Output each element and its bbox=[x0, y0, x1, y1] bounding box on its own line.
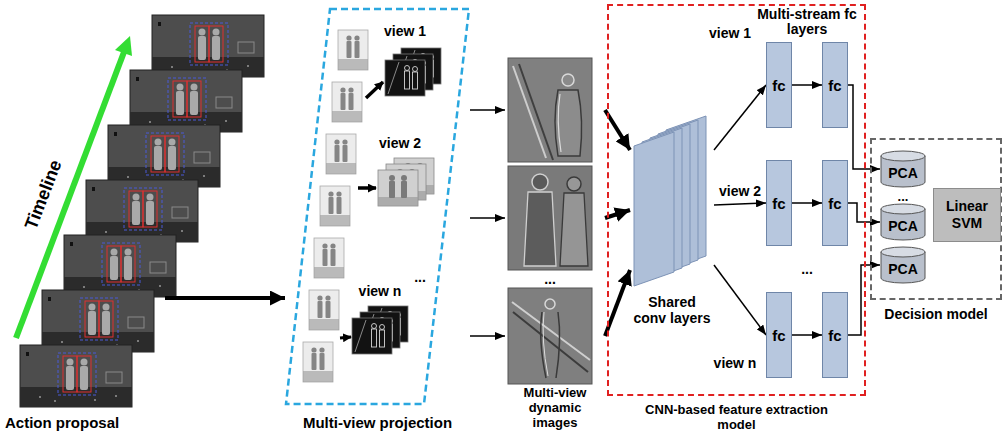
conv-sheets bbox=[630, 112, 714, 290]
connector-arrow bbox=[792, 84, 822, 86]
view-label: view n bbox=[359, 284, 402, 299]
projection-region: Multi-view projection bbox=[285, 8, 470, 432]
view-label: view 2 bbox=[379, 136, 421, 151]
cylinder-top bbox=[881, 204, 925, 214]
cylinder-top bbox=[881, 151, 925, 161]
connector-arrow bbox=[848, 203, 880, 222]
pca-label: PCA bbox=[888, 157, 918, 181]
ellipsis: ... bbox=[544, 272, 556, 287]
conv-layers: Shared conv layers bbox=[630, 112, 714, 352]
fc-layer: fc bbox=[822, 292, 848, 378]
view-label: view n bbox=[714, 356, 757, 371]
fc-label: fc bbox=[828, 327, 841, 344]
view-label: view 1 bbox=[709, 26, 751, 41]
fc-layer: fc bbox=[822, 160, 848, 246]
fc-label: fc bbox=[772, 327, 785, 344]
connector-arrow bbox=[714, 265, 766, 335]
connector-arrow bbox=[470, 109, 505, 111]
connector-arrow bbox=[792, 334, 822, 336]
cylinder-top bbox=[881, 247, 925, 257]
fc-layer: fc bbox=[766, 292, 792, 378]
connector-arrow bbox=[792, 202, 822, 204]
ellipsis: ... bbox=[801, 262, 813, 277]
pca-cylinder: PCA bbox=[880, 150, 926, 188]
fc-layer: fc bbox=[822, 42, 848, 128]
caption-label: Shared conv layers bbox=[630, 294, 714, 326]
decision-region: Decision model PCA PCA PCA Linear SVM bbox=[870, 138, 1002, 323]
pca-cylinder: PCA bbox=[880, 246, 926, 284]
pca-label: PCA bbox=[888, 210, 918, 234]
pca-cylinder: PCA bbox=[880, 203, 926, 241]
svm-label: Linear SVM bbox=[934, 198, 1000, 232]
connector-arrow bbox=[714, 85, 766, 150]
svm-box: Linear SVM bbox=[933, 188, 1001, 242]
fc-label: fc bbox=[828, 77, 841, 94]
pca-label: PCA bbox=[888, 253, 918, 277]
caption-label: Decision model bbox=[870, 305, 1002, 323]
view-label: view 2 bbox=[719, 184, 761, 199]
fc-label: fc bbox=[828, 195, 841, 212]
connector-arrow bbox=[848, 265, 880, 335]
connector-arrow bbox=[165, 296, 285, 300]
ellipsis: ... bbox=[898, 190, 909, 204]
region-heading: Multi-stream fc layers bbox=[757, 7, 857, 37]
region-outline bbox=[286, 9, 469, 404]
caption-label: Multi-view dynamic images bbox=[505, 385, 605, 430]
dynamic-images: Multi-view dynamic images bbox=[505, 56, 605, 430]
ellipsis: ... bbox=[414, 270, 426, 285]
fc-label: fc bbox=[772, 195, 785, 212]
connector-arrow bbox=[714, 203, 766, 205]
connector-arrow bbox=[848, 85, 880, 169]
conv-sheet bbox=[634, 132, 674, 286]
view-label: view 1 bbox=[384, 24, 426, 39]
fc-layer: fc bbox=[766, 42, 792, 128]
dashed-parallelogram bbox=[285, 8, 470, 406]
fc-label: fc bbox=[772, 77, 785, 94]
connector-arrow bbox=[470, 335, 505, 337]
caption-label: Action proposal bbox=[5, 414, 165, 432]
fc-layer: fc bbox=[766, 160, 792, 246]
connector-arrow bbox=[470, 217, 505, 219]
timeline-label: Timeline bbox=[22, 158, 67, 233]
region-heading: CNN-based feature extraction model bbox=[642, 402, 832, 432]
caption-label: Multi-view projection bbox=[285, 414, 470, 432]
